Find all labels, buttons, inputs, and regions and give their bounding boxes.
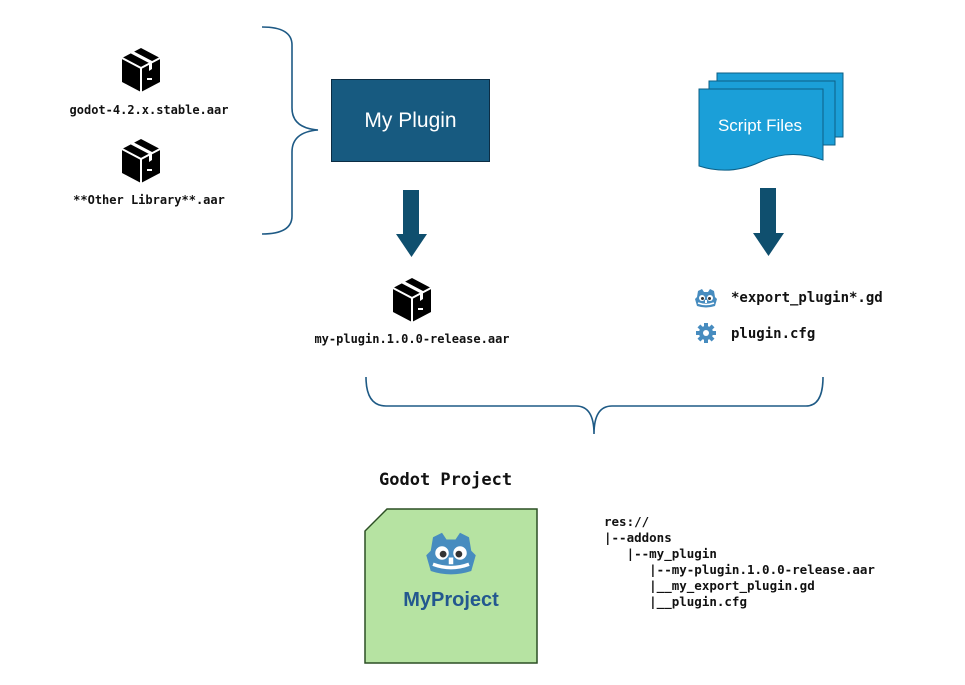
script-files-icon <box>698 72 844 171</box>
my-plugin-box: My Plugin <box>331 79 490 162</box>
down-arrow-plugin <box>396 190 427 257</box>
library-label-godot: godot-4.2.x.stable.aar <box>69 103 229 117</box>
project-card <box>364 508 538 664</box>
export-plugin-label: *export_plugin*.gd <box>731 290 883 306</box>
project-file-tree: res:// |--addons |--my_plugin |--my-plug… <box>604 514 875 609</box>
gear-icon <box>696 323 716 343</box>
plugin-cfg-label: plugin.cfg <box>731 326 816 342</box>
my-plugin-label: My Plugin <box>364 108 457 132</box>
library-brace <box>261 26 319 235</box>
godot-project-title: Godot Project <box>379 470 513 490</box>
godot-logo-icon <box>426 532 476 575</box>
output-brace <box>365 376 824 435</box>
plugin-output-label: my-plugin.1.0.0-release.aar <box>314 332 510 346</box>
library-label-other: **Other Library**.aar <box>73 193 225 207</box>
package-icon <box>392 278 432 322</box>
down-arrow-scripts <box>753 188 784 256</box>
godot-icon <box>695 289 717 308</box>
project-name: MyProject <box>403 589 499 611</box>
script-files-label: Script Files <box>717 116 803 135</box>
package-icon <box>121 139 161 183</box>
package-icon <box>121 48 161 92</box>
